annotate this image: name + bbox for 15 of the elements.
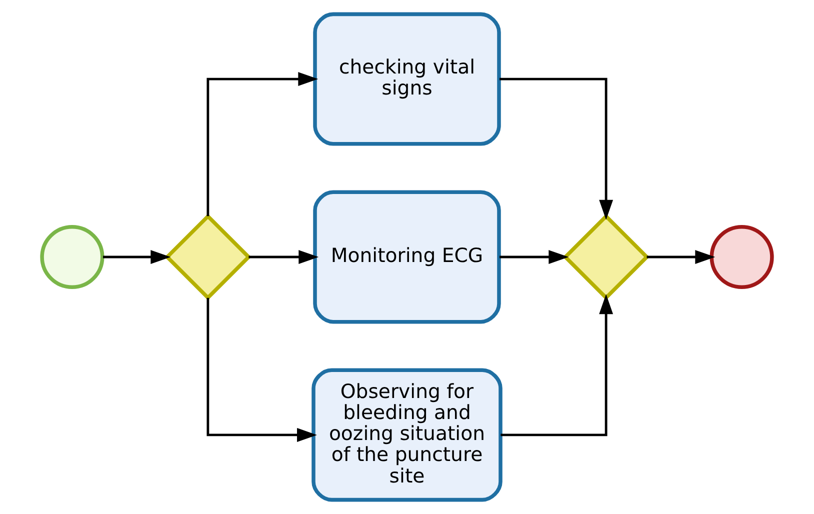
node-circle (710, 224, 774, 290)
arrow (206, 298, 317, 442)
node-diamond (562, 214, 650, 300)
node-diamond (164, 214, 252, 300)
node-box: Observing for bleeding and oozing situation of the puncture site (312, 368, 502, 502)
arrow (248, 250, 319, 264)
arrow (206, 72, 318, 216)
node-circle (40, 224, 104, 290)
arrow (500, 250, 569, 264)
arrow (500, 294, 614, 436)
arrow (646, 250, 716, 264)
arrow (500, 78, 614, 220)
node-box: Monitoring ECG (313, 190, 501, 324)
node-box: checking vital signs (313, 12, 501, 146)
arrow (103, 250, 171, 264)
